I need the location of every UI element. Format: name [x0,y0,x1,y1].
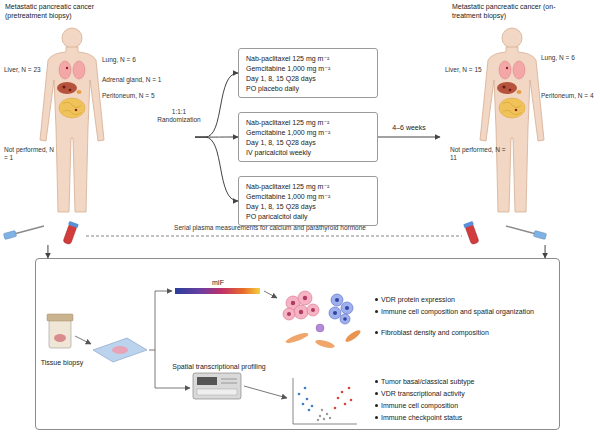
flow-arrow [155,388,190,389]
patient-silhouette [40,28,104,212]
bullet-item: Immune checkpoint status [381,413,546,422]
bullet-dot [375,404,378,407]
readout-item: Immune cell composition and spatial orga… [381,308,534,315]
box-text: Nab-paclitaxel 125 mg m⁻² [246,182,370,192]
readout-item: Immune checkpoint status [381,414,462,421]
volcano-plot [293,378,357,424]
flow-arrow [155,291,172,292]
box-text: PO paricalcitol daily [246,212,370,222]
site-label: Lung, N = 6 [102,56,162,64]
box-text: Gemcitabine 1,000 mg m⁻² [246,64,370,74]
box-text: Gemcitabine 1,000 mg m⁻² [246,128,370,138]
bullet-item: Immune cell composition and spatial orga… [381,307,541,316]
box-text: Day 1, 8, 15 Q28 days [246,138,370,148]
site-label: Liver, N = 15 [445,66,487,74]
box-text: Nab-paclitaxel 125 mg m⁻² [246,54,370,64]
bullet-dot [375,331,378,334]
box-text: Nab-paclitaxel 125 mg m⁻² [246,118,370,128]
patient-figure: Metastatic pancreatic cancer (pretreatme… [2,2,195,245]
bullet-dot [375,380,378,383]
treatment-box: Nab-paclitaxel 125 mg m⁻²Gemcitabine 1,0… [238,176,378,226]
flow-arrow [244,386,287,398]
bullet-item: Fibroblast density and composition [381,328,546,337]
analysis-panel: Tissue biopsy mIF Spatial transcriptional … [35,258,560,430]
specimen-jar [47,314,73,348]
bullet-item: VDR transcriptional activity [381,389,546,398]
biopsy-needle [3,226,44,239]
color-scale-bar [175,288,260,294]
site-label: Adrenal gland, N = 1 [102,76,182,84]
blood-tube [463,221,480,245]
bullet-item: VDR protein expression [381,295,546,304]
plasma-note: Serial plasma measurements for calcium a… [150,224,390,232]
box-text: Day 1, 8, 15 Q28 days [246,202,370,212]
figure-heading: Metastatic pancreatic cancer (on-treatme… [452,2,572,20]
site-label: Lung, N = 6 [541,54,597,62]
box-text: PO placebo daily [246,84,370,94]
bullet-item: Tumor basal/classical subtype [381,377,546,386]
bullet-dot [375,392,378,395]
tissue-slide [93,338,147,362]
connector-arrow [195,137,238,201]
readout-item: VDR protein expression [381,296,455,303]
branch-line [149,291,155,388]
connector-arrow [195,137,238,138]
treatment-box: Nab-paclitaxel 125 mg m⁻²Gemcitabine 1,0… [238,48,378,98]
method-label: Spatial transcriptional profiling [153,362,285,371]
treatment-box: Nab-paclitaxel 125 mg m⁻²Gemcitabine 1,0… [238,112,378,162]
step-label: Tissue biopsy [36,358,88,367]
readout-item: VDR transcriptional activity [381,390,465,397]
patient-silhouette [480,28,544,212]
patient-figure: Metastatic pancreatic cancer (on-treatme… [440,2,598,245]
connector-arrow [195,73,238,137]
cell-cluster [283,291,362,349]
bullet-dot [375,298,378,301]
connector-arrow [545,245,546,258]
site-label: Not performed, N = 11 [450,146,506,162]
bullet-item: Immune cell composition [381,401,546,410]
flow-arrow [264,291,277,298]
analysis-illustration [47,288,362,424]
sequencing-instrument [193,373,241,399]
box-text: IV paricalcitol weekly [246,148,370,158]
site-label: Peritoneum, N = 5 [102,92,172,100]
readout-item: Fibroblast density and composition [381,329,489,336]
blood-tube [62,221,79,245]
randomization-label: 1:1:1 Randomization [154,108,204,124]
biopsy-needle [506,226,547,239]
dashed-connector [86,236,462,237]
flow-arrow [75,336,91,344]
bullet-dot [375,416,378,419]
method-label: mIF [203,278,233,287]
bullet-dot [375,310,378,313]
connector-arrow [47,245,48,258]
box-text: Gemcitabine 1,000 mg m⁻² [246,192,370,202]
edge-label: 4–6 weeks [379,123,439,132]
site-label: Not performed, N = 1 [4,146,58,162]
site-label: Liver, N = 23 [4,66,46,74]
readout-item: Tumor basal/classical subtype [381,378,475,385]
box-text: Day 1, 8, 15 Q28 days [246,74,370,84]
site-label: Peritoneum, N = 4 [541,92,598,100]
figure-heading: Metastatic pancreatic cancer (pretreatme… [5,2,113,20]
readout-item: Immune cell composition [381,402,458,409]
connector-arrow [378,137,440,138]
